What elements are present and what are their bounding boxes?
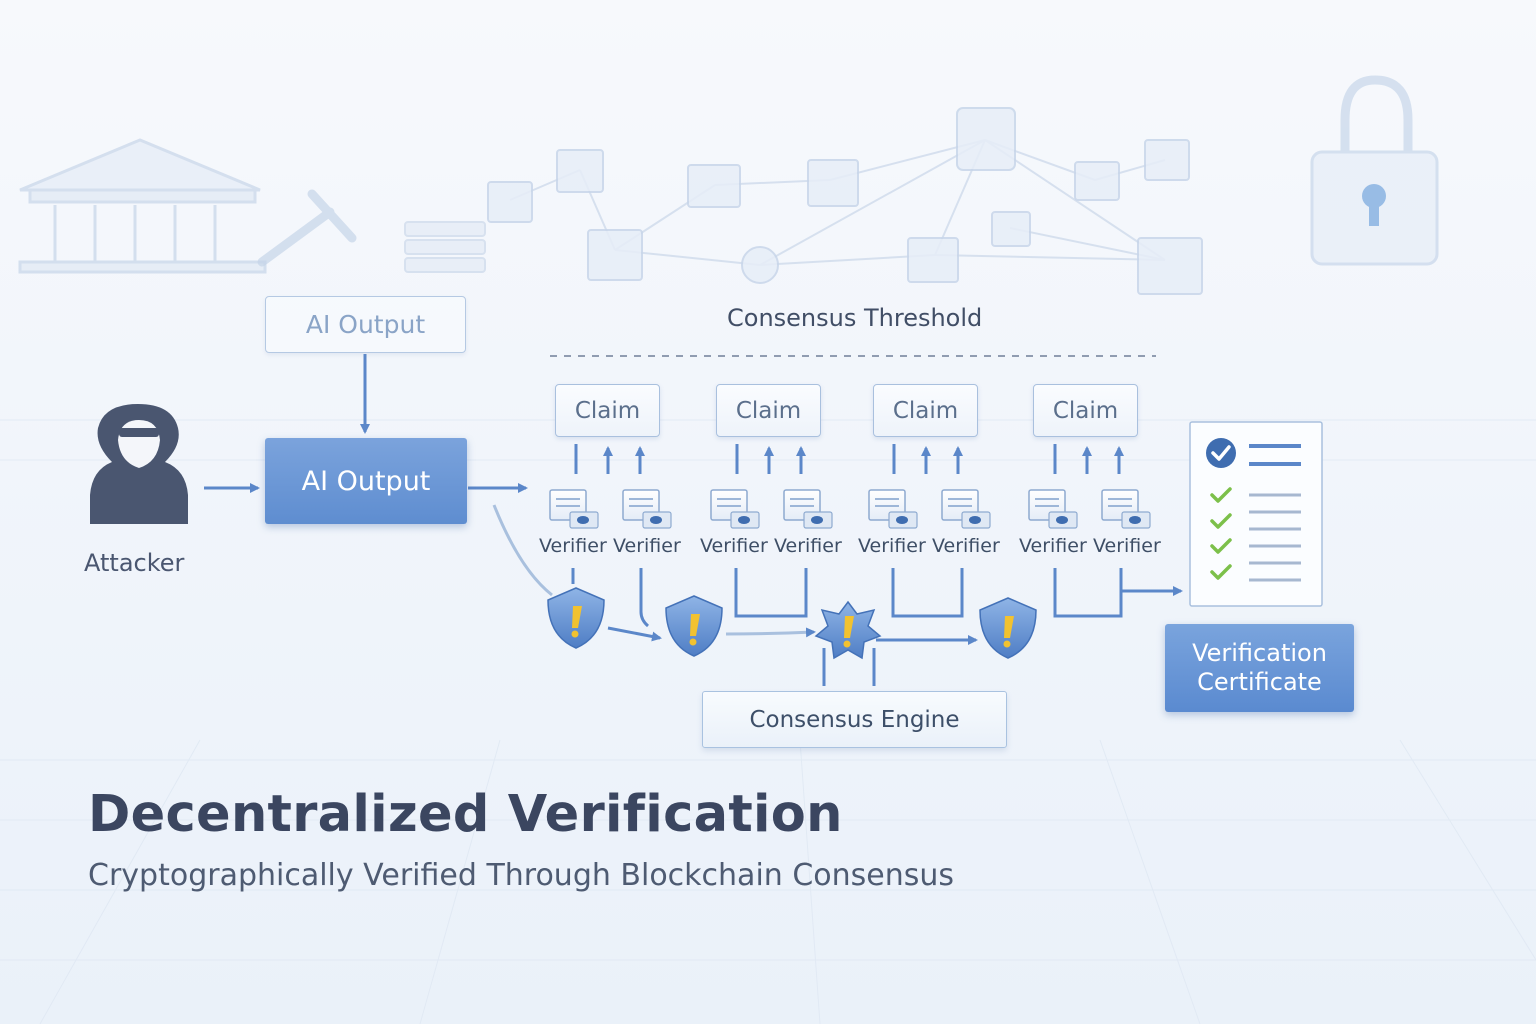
hooded-attacker-icon	[90, 404, 188, 524]
claim-label: Claim	[1052, 397, 1119, 424]
attacker-label: Attacker	[84, 549, 185, 577]
claim-label: Claim	[735, 397, 802, 424]
warning-shield-icon	[665, 595, 723, 657]
consensus-threshold-label: Consensus Threshold	[727, 304, 983, 332]
verifier-doc-icon	[710, 489, 760, 529]
ai-output-box: AI Output	[265, 438, 467, 524]
consensus-engine-label: Consensus Engine	[749, 706, 960, 733]
warning-shield-icon	[547, 587, 605, 649]
verifier-label: Verifier	[774, 535, 842, 557]
verifier-label: Verifier	[700, 535, 768, 557]
verifier-document-icons	[549, 489, 1151, 529]
claim-box: Claim	[555, 384, 660, 437]
verifier-doc-icon	[549, 489, 599, 529]
claim-box: Claim	[716, 384, 821, 437]
attack-path-line	[492, 504, 553, 597]
gavel-icon	[257, 189, 357, 267]
verifier-label: Verifier	[613, 535, 681, 557]
document-stack-icon	[404, 221, 486, 273]
verifier-label: Verifier	[932, 535, 1000, 557]
claim-box: Claim	[1033, 384, 1138, 437]
verification-certificate-box: Verification Certificate	[1165, 624, 1354, 712]
ai-output-label: AI Output	[301, 465, 431, 497]
claim-label: Claim	[574, 397, 641, 424]
verifier-label: Verifier	[539, 535, 607, 557]
verifier-doc-icon	[868, 489, 918, 529]
claim-label: Claim	[892, 397, 959, 424]
page-title: Decentralized Verification	[88, 785, 843, 844]
certificate-label-line2: Certificate	[1197, 668, 1322, 696]
verifier-doc-icon	[783, 489, 833, 529]
verifier-doc-icon	[1101, 489, 1151, 529]
verifier-label: Verifier	[1019, 535, 1087, 557]
verifier-doc-icon	[941, 489, 991, 529]
verifier-doc-icon	[1028, 489, 1078, 529]
verifier-label: Verifier	[1093, 535, 1161, 557]
warning-shield-icon	[979, 597, 1037, 659]
courthouse-icon	[18, 138, 267, 274]
certificate-label-line1: Verification	[1192, 639, 1327, 667]
consensus-engine-box: Consensus Engine	[702, 691, 1007, 748]
verifier-label: Verifier	[858, 535, 926, 557]
page-subtitle: Cryptographically Verified Through Block…	[88, 858, 955, 893]
claim-box: Claim	[873, 384, 978, 437]
ai-output-faded-box: AI Output	[265, 296, 466, 353]
checklist-document-icon	[1189, 421, 1323, 607]
ai-output-faded-label: AI Output	[305, 310, 426, 339]
warning-star-icon	[814, 600, 882, 660]
padlock-icon	[1310, 75, 1439, 266]
verifier-doc-icon	[622, 489, 672, 529]
